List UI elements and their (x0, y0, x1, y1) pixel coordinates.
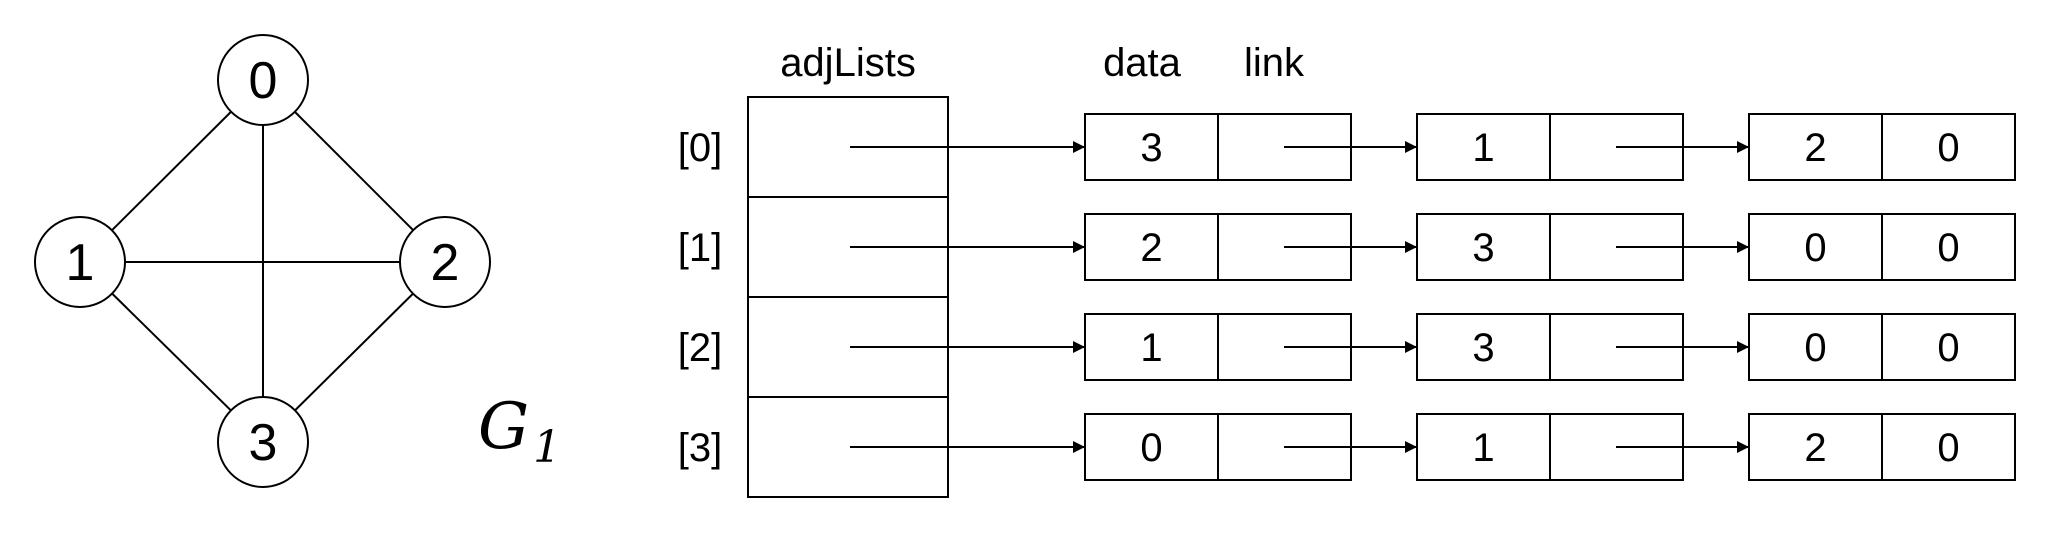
graph-vertex-1: 1 (34, 216, 126, 308)
node-data-value: 2 (1804, 426, 1826, 470)
data-cell (1084, 313, 1219, 381)
list-node: 3 (1416, 313, 1749, 381)
graph-vertex-0: 0 (217, 34, 309, 126)
data-cell (1748, 213, 1883, 281)
node-data-value: 0 (1140, 426, 1162, 470)
vertex-circle (399, 216, 491, 308)
vertex-label: 0 (249, 52, 278, 110)
data-cell (1416, 113, 1551, 181)
list-node: 3 (1416, 213, 1749, 281)
link-cell (1881, 213, 2016, 281)
link-cell (1881, 313, 2016, 381)
graph-edges (79, 79, 446, 443)
graph-vertex-2: 2 (399, 216, 491, 308)
node-data-value: 1 (1472, 426, 1494, 470)
list-node: 1 (1416, 113, 1749, 181)
graph-vertices: 0 1 2 3 (34, 34, 491, 488)
node-data-value: 2 (1140, 226, 1162, 270)
vertex-label: 2 (431, 234, 460, 292)
node-data-value: 1 (1140, 326, 1162, 370)
adjlists-header: adjLists (780, 41, 916, 85)
graph-name-letter: G (478, 390, 529, 464)
node-data-value: 0 (1804, 226, 1826, 270)
graph-vertex-3: 3 (217, 396, 309, 488)
node-data-value: 3 (1140, 126, 1162, 170)
link-cell (1881, 413, 2016, 481)
list-node: 2 (1084, 213, 1417, 281)
data-header: data (1103, 41, 1182, 85)
index-label: [3] (678, 426, 722, 470)
link-header: link (1244, 41, 1305, 85)
list-node: 0 (1084, 413, 1417, 481)
data-cell (1416, 313, 1551, 381)
node-data-value: 1 (1472, 126, 1494, 170)
graph-name-subscript: 1 (533, 422, 561, 473)
vertex-label: 3 (249, 414, 278, 472)
vertex-circle (217, 396, 309, 488)
node-link-value: 0 (1937, 126, 1959, 170)
list-node: 3 (1084, 113, 1417, 181)
node-link-value: 0 (1937, 426, 1959, 470)
node-data-value: 2 (1804, 126, 1826, 170)
node-data-value: 3 (1472, 326, 1494, 370)
index-label: [0] (678, 126, 722, 170)
link-cell (1881, 113, 2016, 181)
node-data-value: 0 (1804, 326, 1826, 370)
node-link-value: 0 (1937, 226, 1959, 270)
index-label: [1] (678, 226, 722, 270)
vertex-circle (217, 34, 309, 126)
vertex-label: 1 (66, 234, 95, 292)
node-link-value: 0 (1937, 326, 1959, 370)
data-cell (1084, 413, 1219, 481)
index-label: [2] (678, 326, 722, 370)
data-cell (1084, 213, 1219, 281)
data-cell (1416, 213, 1551, 281)
list-node: 1 (1416, 413, 1749, 481)
vertex-circle (34, 216, 126, 308)
data-cell (1748, 313, 1883, 381)
node-data-value: 3 (1472, 226, 1494, 270)
list-node: 1 (1084, 313, 1417, 381)
graph-name: G1 (478, 390, 561, 473)
